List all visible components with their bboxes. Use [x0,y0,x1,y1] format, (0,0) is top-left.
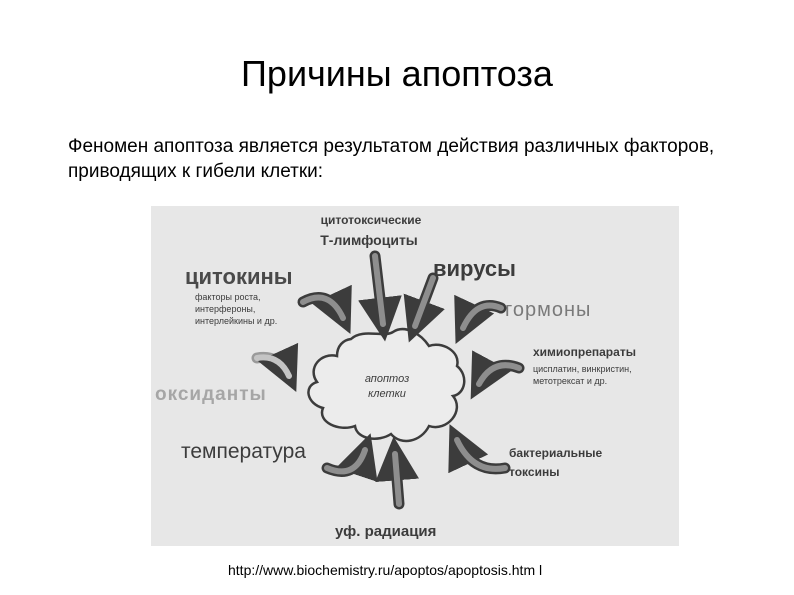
toxins-label-line2: токсины [509,465,559,479]
cytokines-sub-3: интерлейкины и др. [195,316,277,326]
chemo-sub-2: метотрексат и др. [533,376,607,386]
cytokines-label: цитокины [185,264,293,289]
cytokines-sub-2: интерфероны, [195,304,255,314]
center-label-line1: апоптоз [365,373,409,385]
hormones-label: гормоны [505,299,591,321]
apoptosis-diagram: апоптоз клетки цитотоксические Т-лимфоци… [151,206,679,546]
oxidants-label: оксиданты [155,384,267,405]
ctl-label-line1: цитотоксические [321,213,422,227]
intro-text: Феномен апоптоза является результатом де… [68,136,715,182]
source-url: http://www.biochemistry.ru/apoptos/apopt… [228,562,543,578]
temperature-label: температура [181,440,306,463]
cytokines-sub-1: факторы роста, [195,292,261,302]
ctl-label-line2: Т-лимфоциты [320,232,418,248]
cell-shape [307,327,466,443]
slide-title: Причины апоптоза [241,53,553,94]
viruses-label: вирусы [433,256,516,281]
arrows [251,250,525,510]
toxins-label-line1: бактериальные [509,446,603,460]
uv-label: уф. радиация [335,523,436,540]
center-label-line2: клетки [368,388,406,400]
chemo-sub-1: цисплатин, винкристин, [533,364,632,374]
chemo-label: химиопрепараты [533,345,636,359]
